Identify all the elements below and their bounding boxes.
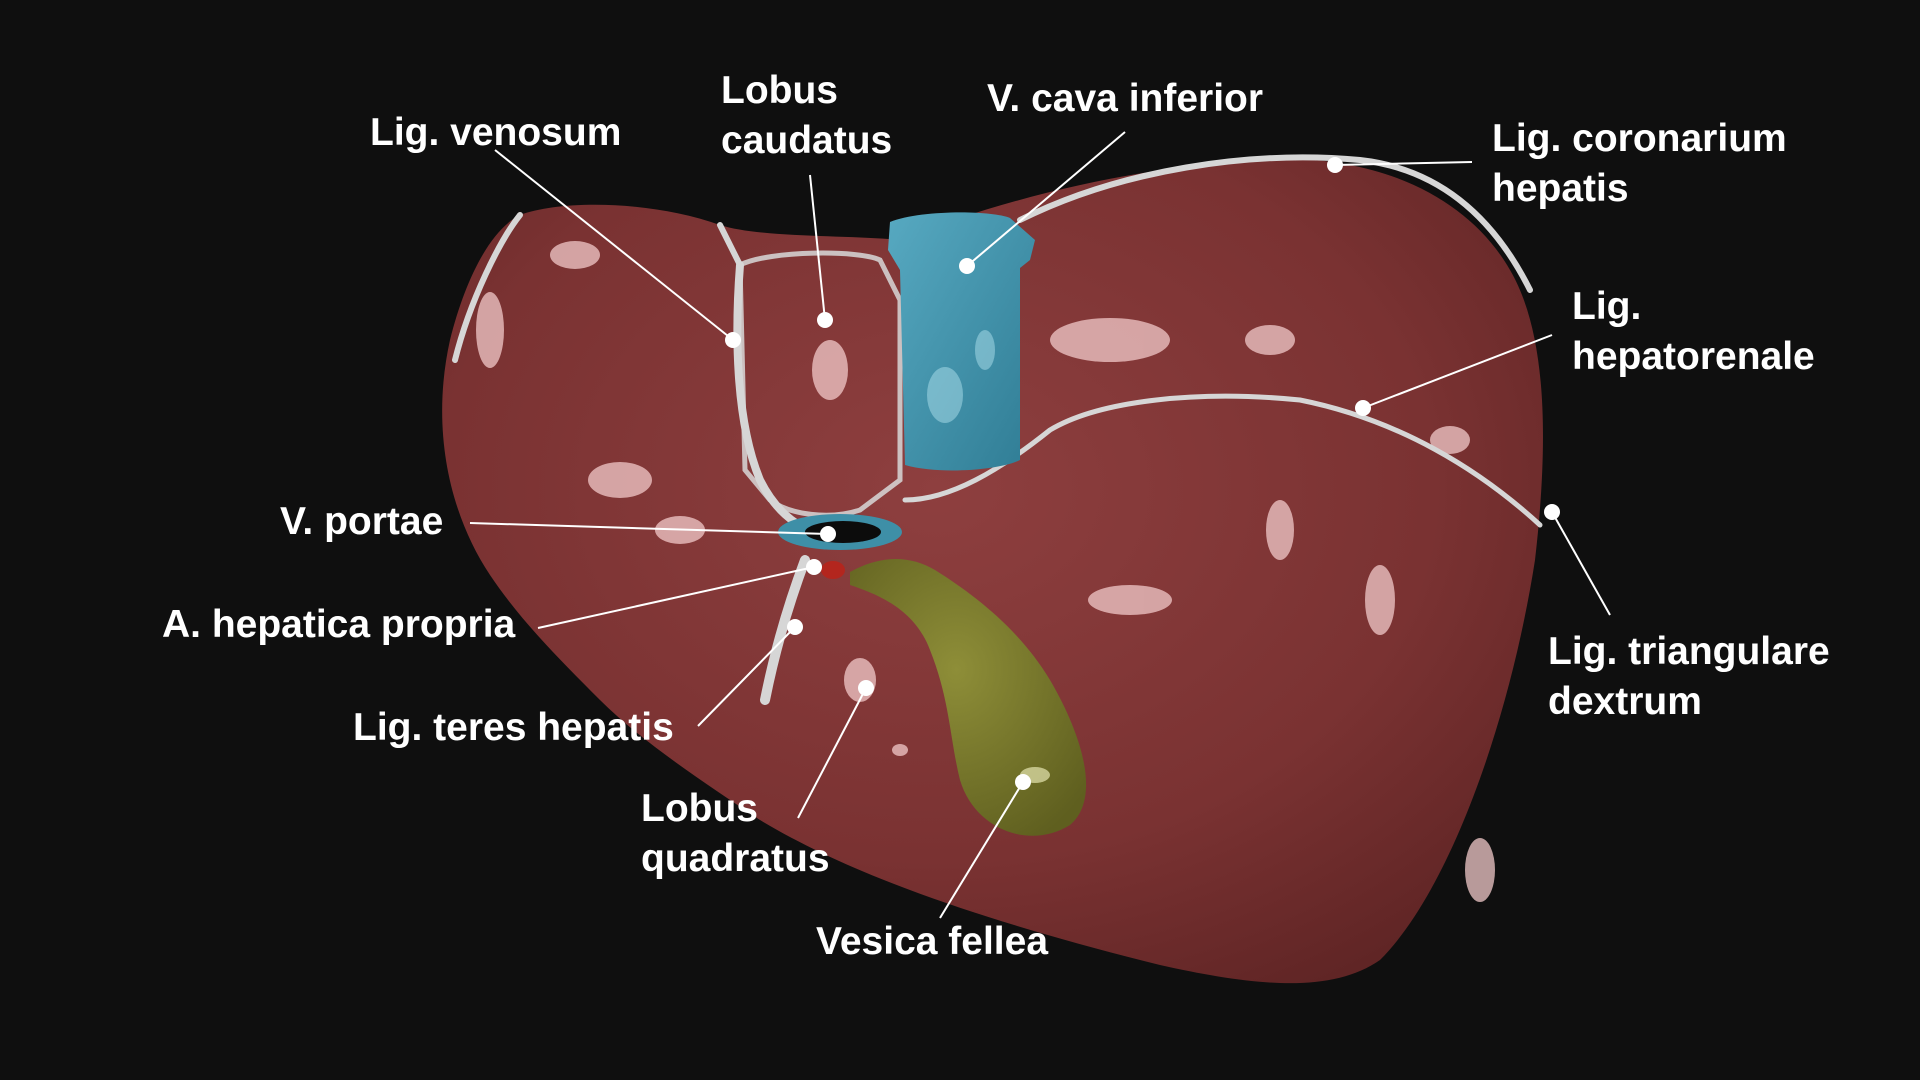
label-a-hepatica-propria: A. hepatica propria [162, 600, 515, 650]
vena-cava-inferior [888, 212, 1035, 471]
label-lobus-quadratus: Lobus quadratus [641, 784, 830, 884]
vena-cava-sheen [927, 330, 995, 423]
label-line: V. cava inferior [987, 77, 1264, 120]
label-line: hepatorenale [1572, 335, 1815, 378]
label-line: Lig. triangulare [1548, 630, 1830, 673]
hepatic-artery [821, 561, 845, 579]
label-line: quadratus [641, 837, 830, 880]
label-line: Vesica fellea [816, 920, 1049, 963]
label-line: Lobus [641, 787, 758, 830]
leader-lines [469, 131, 1611, 919]
portal-vein-lumen [805, 521, 881, 543]
liver-body [442, 158, 1543, 984]
label-line: A. hepatica propria [162, 603, 516, 646]
label-v-cava-inferior: V. cava inferior [987, 74, 1263, 124]
label-line: Lobus [721, 69, 838, 112]
label-lig-teres-hepatis: Lig. teres hepatis [353, 703, 674, 753]
label-line: Lig. coronarium [1492, 117, 1787, 160]
label-line: Lig. [1572, 285, 1642, 328]
liver-highlights [476, 241, 1495, 902]
caudate-lobe-outline [737, 250, 903, 518]
label-line: V. portae [280, 500, 444, 543]
label-lobus-caudatus: Lobus caudatus [721, 66, 892, 166]
label-lig-triangulare-dextrum: Lig. triangulare dextrum [1548, 627, 1830, 727]
label-line: hepatis [1492, 167, 1629, 210]
label-line: Lig. teres hepatis [353, 706, 674, 749]
label-line: caudatus [721, 119, 893, 162]
label-line: Lig. venosum [370, 111, 622, 154]
portal-vein-marker [820, 526, 836, 542]
label-v-portae: V. portae [280, 497, 443, 547]
label-line: dextrum [1548, 680, 1702, 723]
gallbladder [850, 558, 1087, 836]
label-lig-venosum: Lig. venosum [370, 108, 621, 158]
ligaments [452, 154, 1543, 705]
label-vesica-fellea: Vesica fellea [816, 917, 1048, 967]
marker-dots [725, 157, 1560, 790]
label-lig-hepatorenale: Lig. hepatorenale [1572, 282, 1815, 382]
label-lig-coronarium-hepatis: Lig. coronarium hepatis [1492, 114, 1787, 214]
